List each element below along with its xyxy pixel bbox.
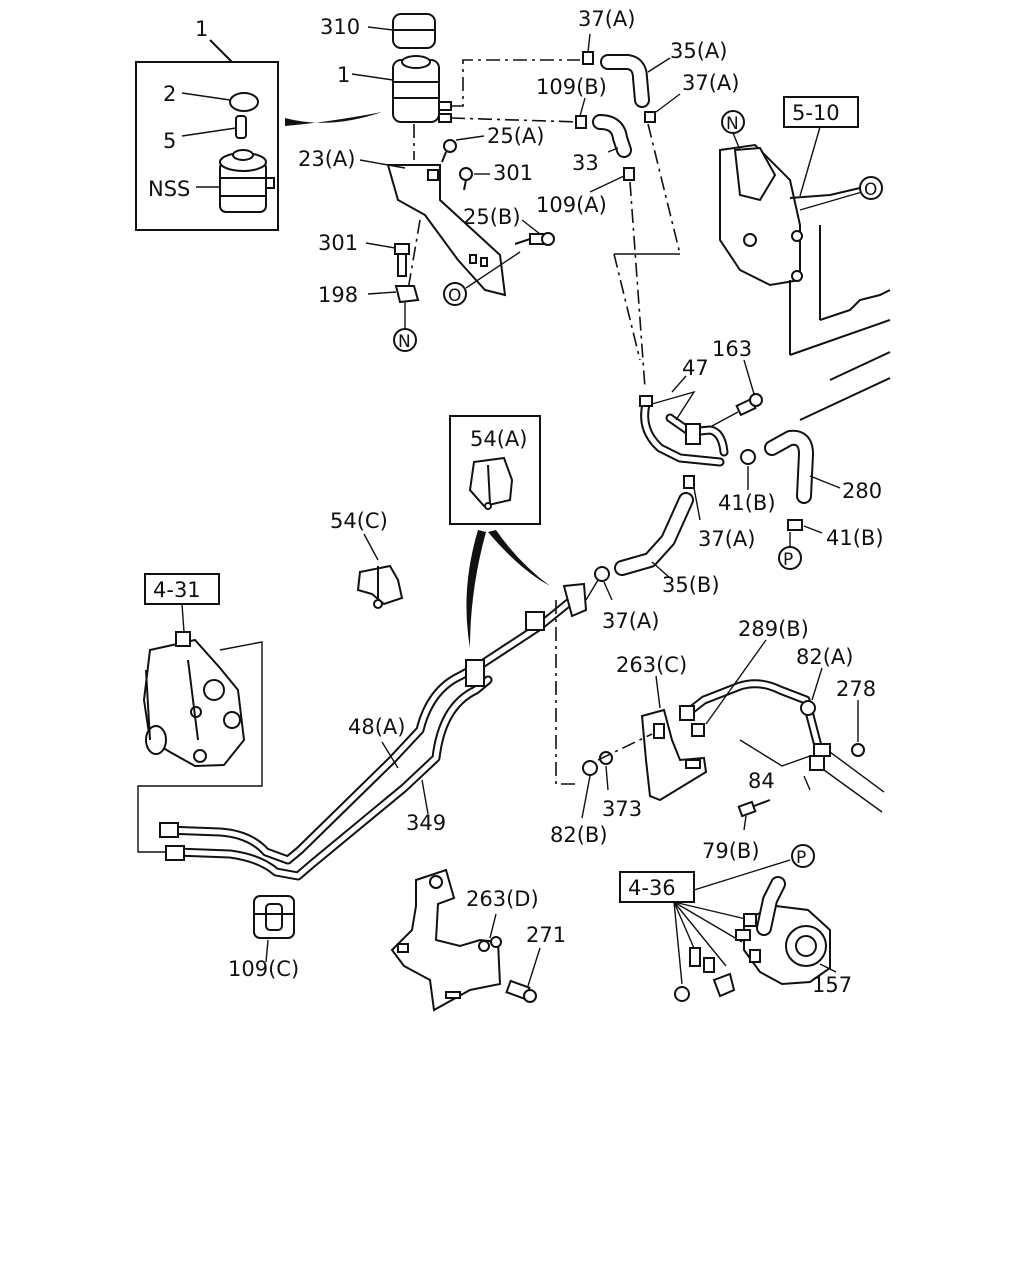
label-109a: 109(A) bbox=[536, 193, 607, 217]
frame-area-5-10: 5-10 bbox=[719, 96, 891, 421]
svg-text:O: O bbox=[864, 180, 877, 200]
clamp-109c: 109(C) bbox=[228, 895, 299, 981]
label-54c: 54(C) bbox=[330, 509, 388, 533]
label-198: 198 bbox=[318, 283, 358, 307]
label-280: 280 bbox=[842, 479, 882, 503]
filter-part-5 bbox=[235, 115, 247, 139]
svg-text:N: N bbox=[398, 332, 411, 352]
kit-pointer bbox=[285, 112, 382, 126]
label-37a-3: 37(A) bbox=[698, 527, 755, 551]
ref-4-31: 4-31 bbox=[153, 578, 201, 602]
marker-n-right: N bbox=[721, 110, 745, 151]
label-373: 373 bbox=[602, 797, 642, 821]
marker-n-left: N bbox=[393, 328, 417, 352]
svg-text:N: N bbox=[726, 114, 739, 134]
label-79b: 79(B) bbox=[702, 839, 760, 863]
label-109c: 109(C) bbox=[228, 957, 299, 981]
label-301-upper: 301 bbox=[493, 161, 533, 185]
label-271: 271 bbox=[526, 923, 566, 947]
label-84: 84 bbox=[748, 769, 775, 793]
label-47: 47 bbox=[682, 356, 709, 380]
label-349: 349 bbox=[406, 811, 446, 835]
label-23a: 23(A) bbox=[298, 147, 355, 171]
label-82a: 82(A) bbox=[796, 645, 853, 669]
label-37a-4: 37(A) bbox=[602, 609, 659, 633]
label-35a: 35(A) bbox=[670, 39, 727, 63]
label-289b: 289(B) bbox=[738, 617, 809, 641]
label-41b-1: 41(B) bbox=[718, 491, 776, 515]
label-48a: 48(A) bbox=[348, 715, 405, 739]
reservoir-kit-group: 1 2 5 NSS bbox=[135, 17, 279, 231]
svg-text:P: P bbox=[783, 550, 793, 570]
label-163: 163 bbox=[712, 337, 752, 361]
tank-part-nss bbox=[219, 149, 275, 213]
label-nss: NSS bbox=[148, 177, 190, 201]
label-263c: 263(C) bbox=[616, 653, 687, 677]
ref-5-10: 5-10 bbox=[792, 101, 840, 125]
bracket-263c-assembly: 289(B) 263(C) 82(A) 278 84 373 82(B) 79(… bbox=[550, 617, 885, 863]
label-37a-top: 37(A) bbox=[578, 7, 635, 31]
cap-part-2 bbox=[229, 92, 259, 112]
pump-4-36: 4-36 157 bbox=[619, 859, 852, 1002]
label-41b-2: 41(B) bbox=[826, 526, 884, 550]
steering-gear-4-31: 4-31 bbox=[137, 573, 263, 853]
svg-text:P: P bbox=[796, 848, 806, 868]
pipe-47-assembly: 163 47 280 41(B) 41(B) bbox=[639, 337, 884, 550]
bracket-263d: 263(D) 271 bbox=[390, 868, 566, 1012]
return-hoses: 37(A) 35(A) 109(B) 37(A) 33 109(A) bbox=[450, 7, 739, 389]
clamp-54a-box: 54(A) bbox=[449, 415, 550, 648]
label-33: 33 bbox=[572, 151, 599, 175]
label-2: 2 bbox=[163, 82, 176, 106]
label-5: 5 bbox=[163, 129, 176, 153]
label-263d: 263(D) bbox=[466, 887, 539, 911]
clamp-54c: 54(C) bbox=[330, 509, 404, 609]
svg-text:O: O bbox=[448, 286, 461, 306]
marker-o-right: O bbox=[859, 176, 883, 200]
label-54a: 54(A) bbox=[470, 427, 527, 451]
label-1-tank: 1 bbox=[337, 63, 350, 87]
label-157: 157 bbox=[812, 973, 852, 997]
label-37a-2: 37(A) bbox=[682, 71, 739, 95]
label-1-kit: 1 bbox=[195, 17, 208, 41]
label-278: 278 bbox=[836, 677, 876, 701]
label-35b: 35(B) bbox=[662, 573, 720, 597]
label-82b: 82(B) bbox=[550, 823, 608, 847]
label-109b: 109(B) bbox=[536, 75, 607, 99]
hose-35b: 37(A) 35(B) 37(A) bbox=[594, 475, 755, 633]
marker-p-top: P bbox=[778, 546, 802, 570]
label-301-lower: 301 bbox=[318, 231, 358, 255]
reservoir-assembly: 310 1 23(A) 25(A) 301 25(B) 301 198 bbox=[298, 13, 555, 328]
ref-4-36: 4-36 bbox=[628, 876, 676, 900]
label-25b: 25(B) bbox=[463, 205, 521, 229]
pressure-lines: 48(A) 349 bbox=[159, 579, 599, 881]
marker-p-bottom: P bbox=[791, 844, 815, 868]
label-310: 310 bbox=[320, 15, 360, 39]
label-25a: 25(A) bbox=[487, 124, 544, 148]
marker-o-left: O bbox=[443, 282, 467, 306]
